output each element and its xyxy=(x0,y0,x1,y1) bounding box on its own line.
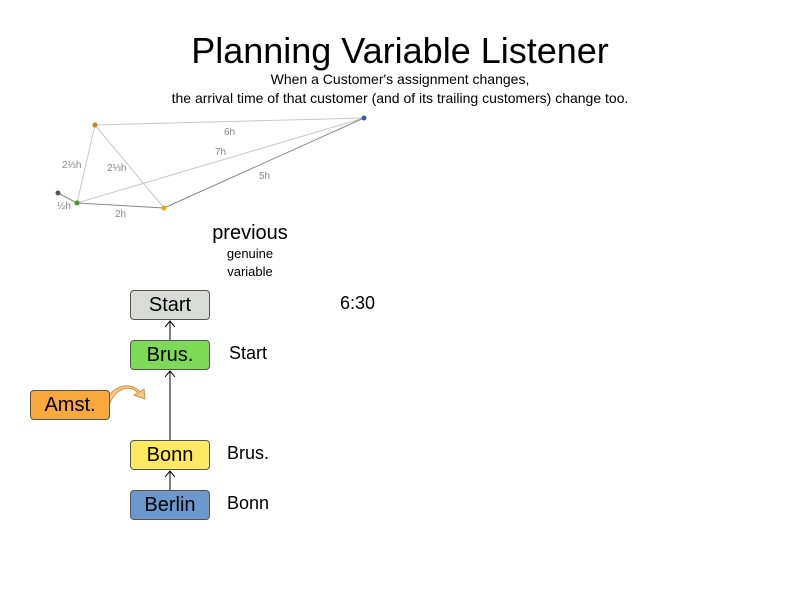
edge-yellow-blue xyxy=(163,117,365,209)
column-subtitle-2: variable xyxy=(227,264,273,279)
berlin-previous-value: Bonn xyxy=(227,493,270,513)
bonn-previous-value: Brus. xyxy=(227,443,270,463)
node-start: Start xyxy=(130,290,210,320)
edge-green-blue xyxy=(76,117,365,204)
edge-label-2h: 2h xyxy=(115,209,126,220)
column-title: previous xyxy=(212,222,288,244)
edge-green-yellow xyxy=(76,202,165,209)
map-node-grey xyxy=(55,190,61,196)
edge-orange-yellow xyxy=(94,124,165,209)
subtitle-line-2: the arrival time of that customer (and o… xyxy=(171,90,629,106)
column-subtitle-1: genuine xyxy=(226,246,274,261)
map-node-green xyxy=(74,200,80,206)
edge-label-orange-green: 2⅓h xyxy=(62,160,81,171)
edge-orange-blue xyxy=(94,117,365,126)
node-amsterdam: Amst. xyxy=(30,390,110,420)
map-node-blue xyxy=(361,115,367,121)
brus-previous-value: Start xyxy=(229,343,268,363)
start-time-value: 6:30 xyxy=(340,293,376,313)
edge-label-7h: 7h xyxy=(215,147,226,158)
page-title: Planning Variable Listener xyxy=(191,30,609,71)
edge-label-5h: 5h xyxy=(259,171,270,182)
edge-label-orange-yellow: 2⅓h xyxy=(107,163,126,174)
edge-orange-green xyxy=(76,124,96,204)
node-bonn: Bonn xyxy=(130,440,210,470)
map-node-yellow xyxy=(161,205,167,211)
edge-label-6h: 6h xyxy=(224,127,235,138)
node-brussels: Brus. xyxy=(130,340,210,370)
curved-arrow-icon xyxy=(105,385,146,404)
edge-grey-green xyxy=(57,192,78,204)
subtitle-line-1: When a Customer's assignment changes, xyxy=(270,71,530,87)
node-berlin: Berlin xyxy=(130,490,210,520)
edge-label-half-h: ½h xyxy=(57,201,71,212)
map-node-orange xyxy=(92,122,98,128)
